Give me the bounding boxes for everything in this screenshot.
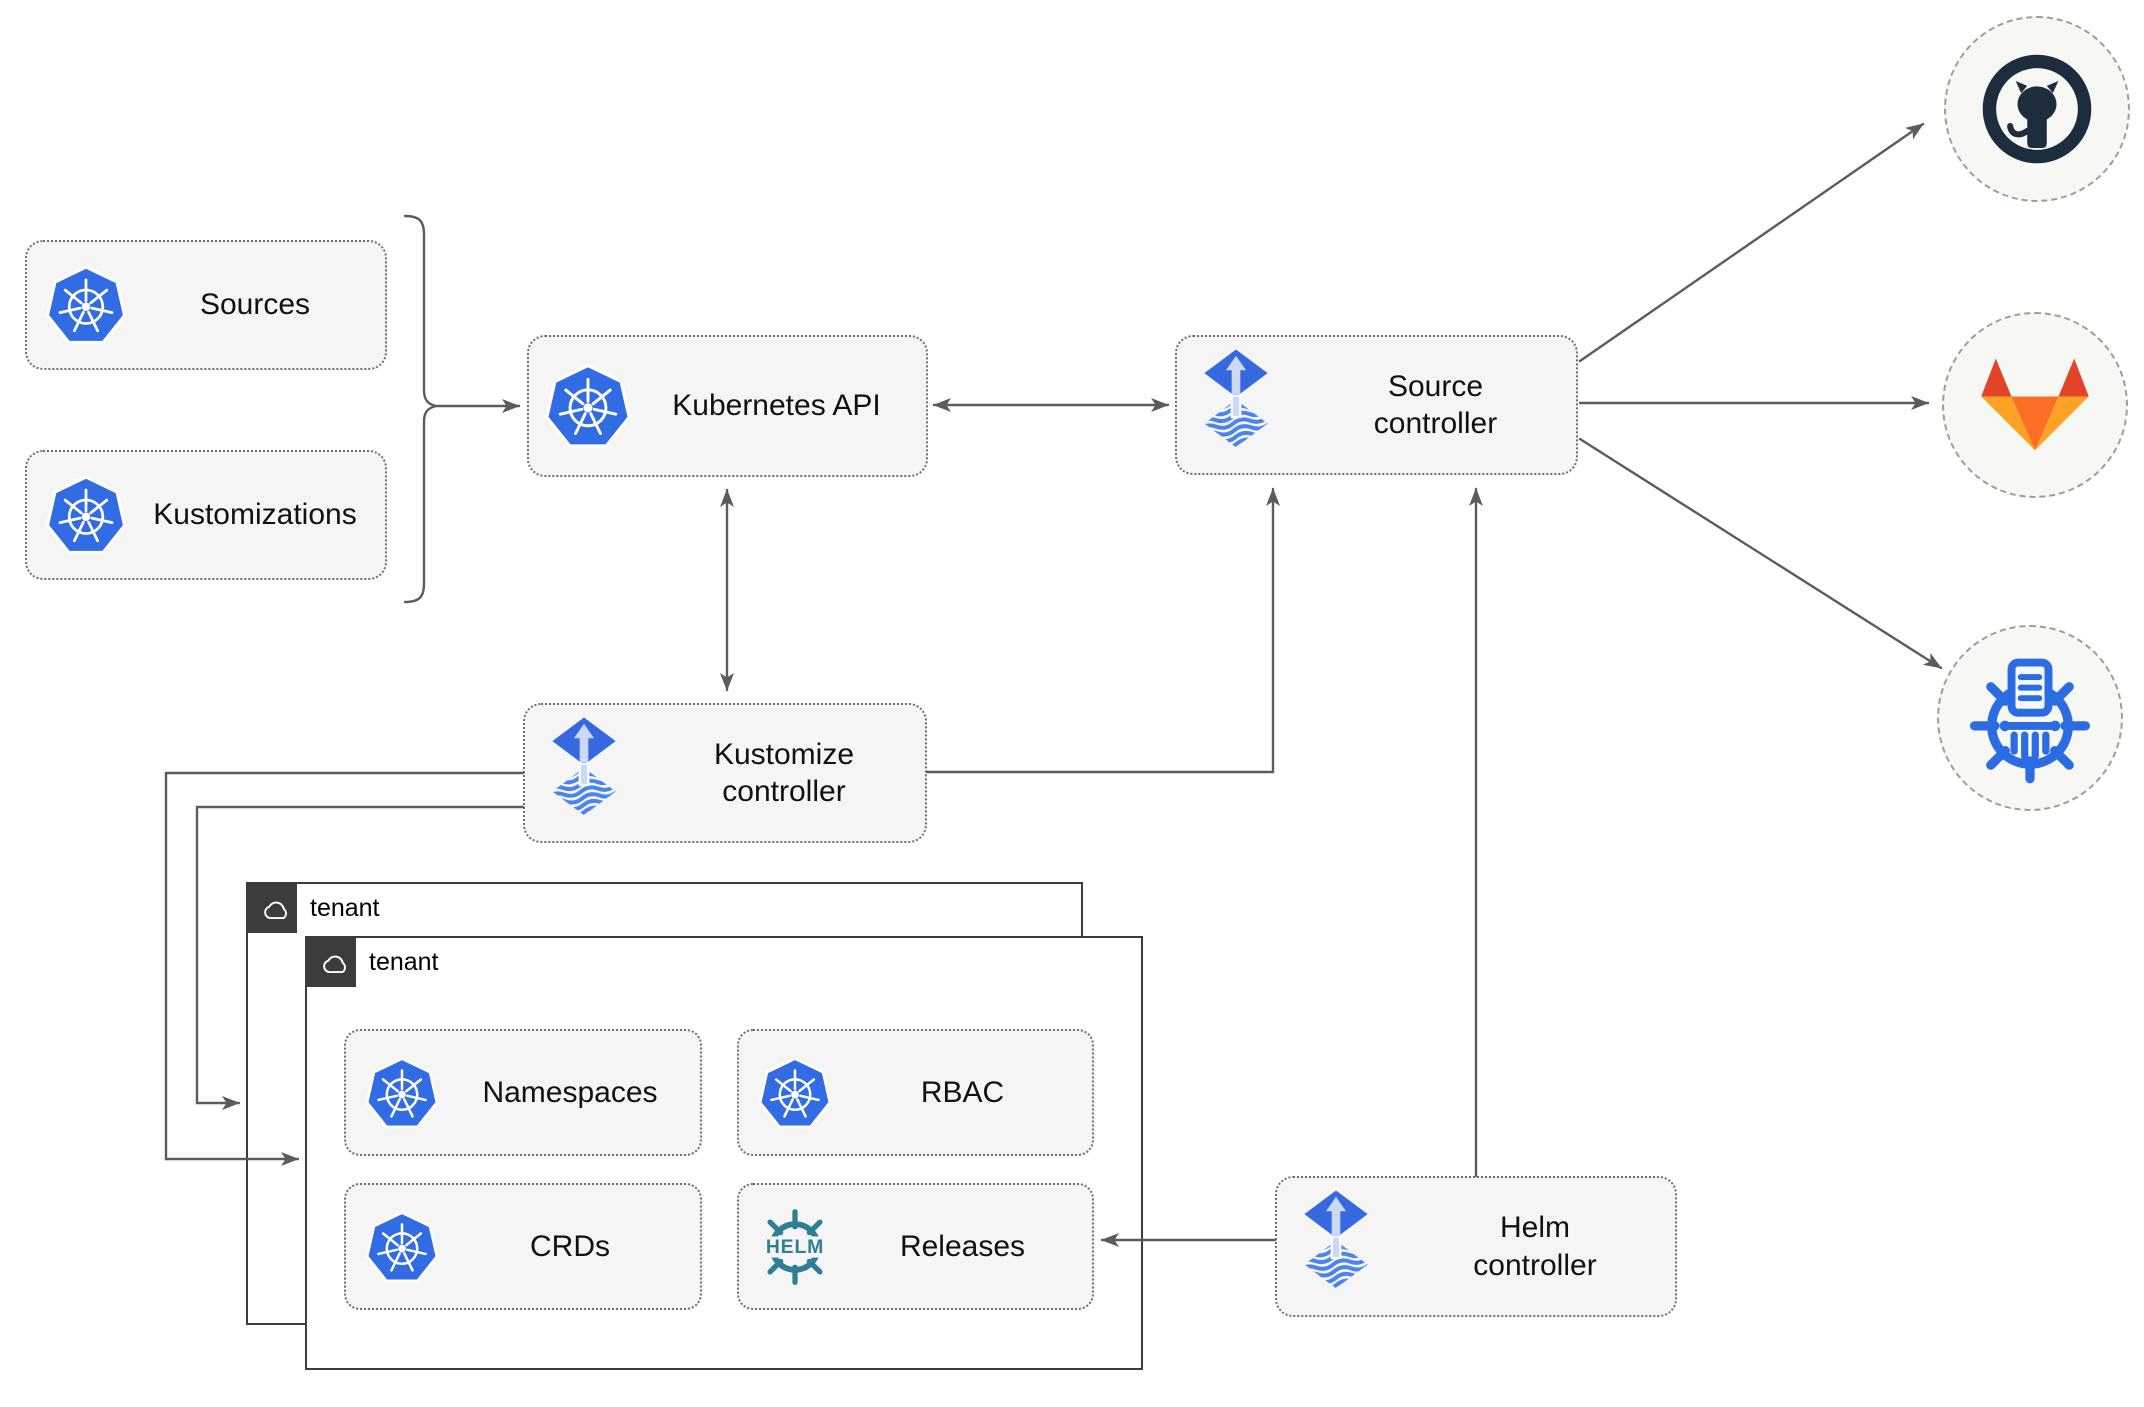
node-label: Releases (899, 1229, 1026, 1263)
flux-icon (1177, 348, 1295, 463)
github-icon (1976, 48, 2098, 170)
node-label: Source controller (1373, 369, 1498, 441)
flux-icon (1277, 1189, 1395, 1304)
kubernetes-icon (27, 472, 145, 558)
kubernetes-icon (346, 1054, 458, 1132)
kubernetes-icon (739, 1054, 851, 1132)
node-label: RBAC (920, 1075, 1005, 1109)
node-label: Kustomizations (153, 498, 357, 532)
node-crds: CRDs (344, 1183, 702, 1310)
kubernetes-icon (529, 360, 647, 452)
edge-source-github (1578, 122, 1925, 363)
node-kustomizations: Kustomizations (25, 450, 387, 580)
endpoint-gitlab (1942, 312, 2128, 498)
tenant-tab (307, 938, 356, 987)
tenant-label: tenant (369, 948, 439, 976)
tenant-tab (248, 884, 297, 933)
node-label: Helm controller (1473, 1211, 1597, 1282)
helm-repository-icon (1964, 652, 2096, 784)
node-label: Sources (199, 288, 311, 322)
node-label: CRDs (530, 1229, 610, 1263)
node-namespaces: Namespaces (344, 1029, 702, 1156)
node-sources: Sources (25, 240, 387, 370)
node-releases: Releases (737, 1183, 1094, 1310)
cloud-icon (257, 896, 288, 922)
node-label: Namespaces (482, 1075, 658, 1109)
node-source-controller: Source controller (1175, 335, 1578, 475)
endpoint-github (1944, 16, 2130, 202)
kubernetes-icon (346, 1208, 458, 1286)
edge-source-helm-repository (1578, 437, 1943, 670)
endpoint-helm-repository (1937, 625, 2123, 811)
edge-kustomize-source (925, 487, 1280, 774)
node-kubernetes-api: Kubernetes API (527, 335, 928, 477)
node-label: Kubernetes API (672, 389, 881, 423)
edge-bracket (403, 214, 437, 604)
flux-icon (525, 716, 643, 831)
cloud-icon (316, 950, 347, 976)
node-helm-controller: Helm controller (1275, 1176, 1677, 1317)
helm-icon (739, 1203, 851, 1291)
tenant-label: tenant (310, 894, 380, 922)
kubernetes-icon (27, 262, 145, 348)
gitlab-icon (1979, 356, 2091, 455)
tenant-box-front: tenant Namespaces RBAC CRDs Releases (305, 936, 1143, 1370)
node-rbac: RBAC (737, 1029, 1094, 1156)
node-label: Kustomize controller (713, 737, 855, 809)
node-kustomize-controller: Kustomize controller (523, 703, 927, 843)
